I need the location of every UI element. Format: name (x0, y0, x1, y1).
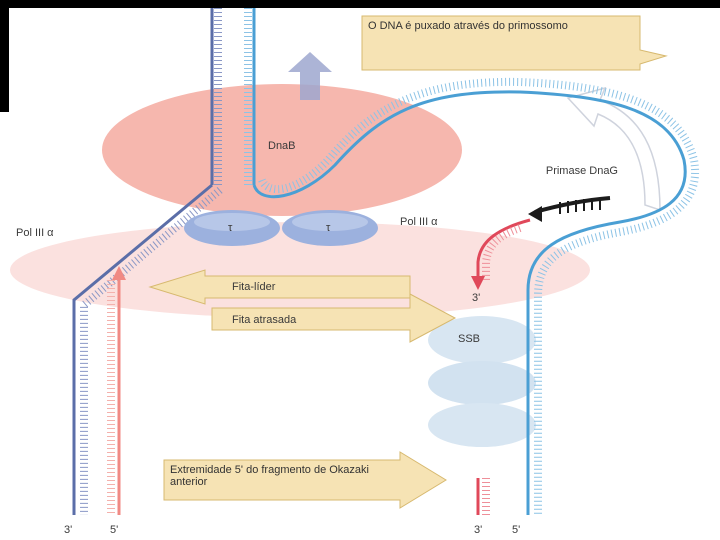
callout-arrow-dna-pulled (361, 15, 668, 71)
leading-new-strand (107, 266, 126, 515)
label-dna-pulled: O DNA é puxado através do primossomo (368, 20, 568, 32)
replisome-background (10, 222, 590, 318)
label-ssb: SSB (458, 333, 481, 345)
label-pol3-left: Pol III α (16, 227, 54, 239)
primase-primer (528, 196, 611, 222)
label-lagging: Fita atrasada (232, 314, 297, 326)
label-three-prime-mid: 3' (472, 292, 481, 304)
callout-arrow-lagging (211, 293, 457, 343)
up-arrow-icon (288, 52, 332, 100)
label-bottom-right-3: 3' (474, 524, 483, 536)
label-primase: Primase DnaG (545, 165, 618, 177)
curved-arrow-icon (566, 86, 661, 212)
label-bottom-left-5: 5' (110, 524, 119, 536)
tau-subunits (184, 210, 378, 246)
previous-okazaki-end (476, 478, 490, 515)
leading-template-strand (72, 183, 223, 515)
label-leading: Fita-líder (232, 281, 276, 293)
black-frame-top (0, 0, 720, 8)
label-tau-right: τ (326, 222, 331, 234)
black-frame-left (0, 0, 9, 112)
parental-strand-left (210, 8, 222, 185)
ssb-proteins (428, 316, 536, 447)
label-bottom-right-5: 5' (512, 524, 521, 536)
okazaki-fragment-new (471, 218, 531, 290)
label-okazaki: Extremidade 5' do fragmento de Okazaki a… (170, 464, 369, 488)
parental-strand-right (244, 8, 256, 185)
label-tau-left: τ (228, 222, 233, 234)
label-dnab: DnaB (268, 140, 296, 152)
callout-arrow-okazaki (163, 451, 447, 509)
label-bottom-left-3: 3' (64, 524, 73, 536)
callout-arrow-leading (148, 269, 411, 305)
lagging-template-strand (252, 77, 700, 515)
label-pol3-right: Pol III α (400, 216, 438, 228)
